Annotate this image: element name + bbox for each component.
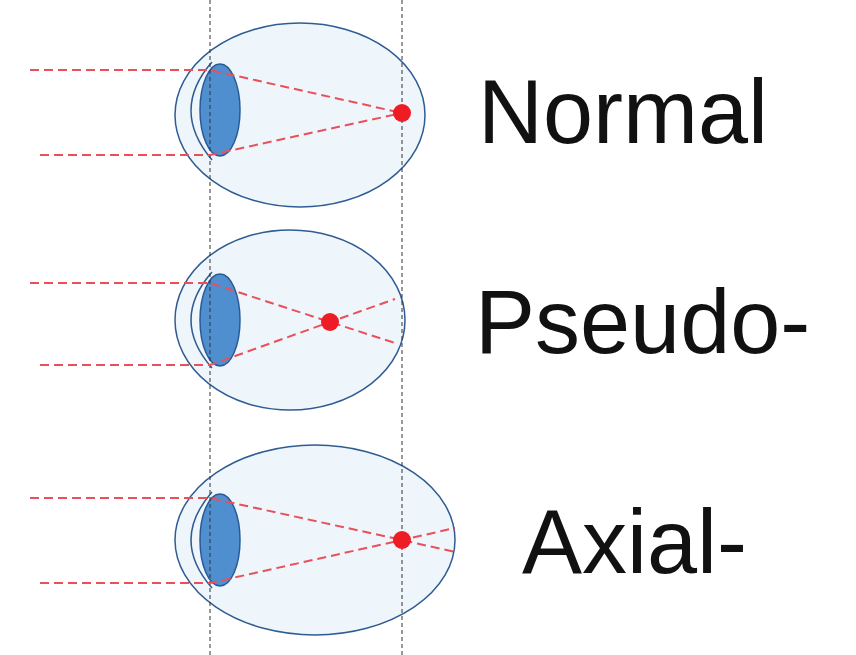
reference-line [210, 0, 211, 655]
focal-point [393, 104, 411, 122]
light-ray [40, 528, 455, 583]
eye-type-label: Axial- [522, 492, 747, 592]
light-ray [30, 283, 395, 343]
light-ray [40, 299, 395, 365]
lens [200, 64, 240, 156]
eye-type-label: Normal [478, 62, 768, 162]
lens [200, 274, 240, 366]
eyeball [175, 23, 425, 207]
light-ray [40, 113, 402, 155]
eyeball [175, 445, 455, 635]
light-ray [30, 498, 455, 552]
reference-line [402, 0, 403, 655]
eye-type-label: Pseudo- [475, 272, 810, 372]
focal-point [321, 313, 339, 331]
eyeball [175, 230, 405, 410]
focal-point [393, 531, 411, 549]
lens [200, 494, 240, 586]
light-ray [30, 70, 402, 113]
